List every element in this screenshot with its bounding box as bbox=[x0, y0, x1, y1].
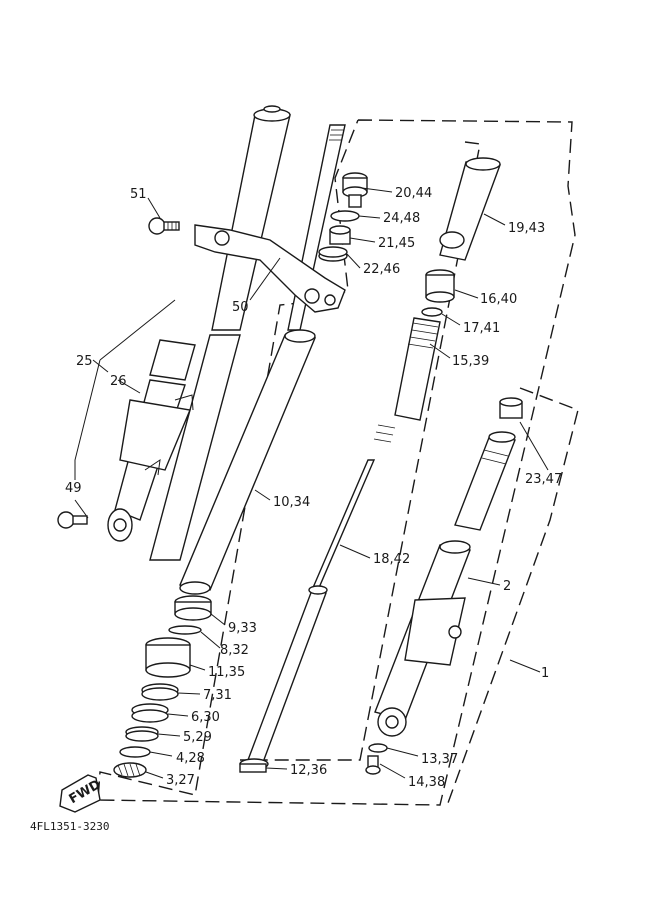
washer-22-46 bbox=[318, 246, 348, 262]
collar-23-47 bbox=[499, 397, 523, 419]
callout-21-45: 21,45 bbox=[378, 236, 415, 251]
leader-lines bbox=[74, 187, 549, 779]
callout-18-42: 18,42 bbox=[373, 552, 410, 567]
o-ring-24-48 bbox=[330, 210, 360, 222]
callout-24-48: 24,48 bbox=[383, 211, 420, 226]
dust-seal-3-27 bbox=[113, 762, 147, 778]
callout-11-35: 11,35 bbox=[208, 665, 245, 680]
callout-19-43: 19,43 bbox=[508, 221, 545, 236]
left-fork-leg bbox=[107, 105, 291, 561]
outer-tube-top bbox=[454, 431, 516, 531]
callout-5-29: 5,29 bbox=[183, 730, 212, 745]
inner-assembly-boundary bbox=[240, 141, 481, 761]
callout-51: 51 bbox=[130, 187, 147, 202]
callout-20-44: 20,44 bbox=[395, 186, 432, 201]
callout-3-27: 3,27 bbox=[166, 773, 195, 788]
outer-tube-2 bbox=[374, 540, 471, 737]
callout-12-36: 12,36 bbox=[290, 763, 327, 778]
tube-19-43 bbox=[439, 157, 501, 261]
ring-17-41 bbox=[421, 307, 443, 317]
outer-tube-boundary bbox=[447, 387, 579, 804]
slide-metal-11-35 bbox=[145, 637, 191, 678]
bolt-14-38 bbox=[365, 755, 381, 775]
callout-22-46: 22,46 bbox=[363, 262, 400, 277]
callout-26: 26 bbox=[110, 374, 127, 389]
spring-seat-16-40 bbox=[425, 269, 455, 303]
callout-13-37: 13,37 bbox=[421, 752, 458, 767]
callout-16-40: 16,40 bbox=[480, 292, 517, 307]
outer-assembly-boundary bbox=[97, 119, 576, 806]
callout-2: 2 bbox=[503, 579, 511, 594]
ring-8-32 bbox=[168, 625, 202, 635]
callout-50: 50 bbox=[232, 300, 249, 315]
callout-9-33: 9,33 bbox=[228, 621, 257, 636]
callout-4-28: 4,28 bbox=[176, 751, 205, 766]
cap-bolt-20-44 bbox=[342, 172, 368, 208]
callout-6-30: 6,30 bbox=[191, 710, 220, 725]
clip-5-29 bbox=[125, 726, 159, 742]
callout-8-32: 8,32 bbox=[220, 643, 249, 658]
ring-4-28 bbox=[119, 746, 151, 758]
callout-23-47: 23,47 bbox=[525, 472, 562, 487]
spring-15-39 bbox=[373, 317, 441, 443]
oil-seal-6-30 bbox=[131, 703, 169, 723]
callout-25: 25 bbox=[76, 354, 93, 369]
callout-14-38: 14,38 bbox=[408, 775, 445, 790]
diagram-code: 4FL1351-3230 bbox=[30, 820, 109, 833]
damper-rod-18-42 bbox=[239, 459, 376, 773]
callout-labels: 51 20,44 24,48 21,45 22,46 19,43 50 16,4… bbox=[65, 186, 562, 790]
callout-17-41: 17,41 bbox=[463, 321, 500, 336]
washer-13-37 bbox=[368, 743, 388, 753]
bushing-9-33 bbox=[174, 595, 212, 621]
collar-21-45 bbox=[329, 225, 351, 245]
fwd-badge: FWD bbox=[59, 774, 104, 813]
inner-tube-10-34 bbox=[179, 329, 317, 595]
callout-7-31: 7,31 bbox=[203, 688, 232, 703]
callout-49: 49 bbox=[65, 481, 82, 496]
callout-1: 1 bbox=[541, 666, 549, 681]
pinch-bolt-49 bbox=[57, 511, 88, 529]
callout-10-34: 10,34 bbox=[273, 495, 310, 510]
top-bracket-50 bbox=[194, 224, 346, 313]
clamp-bolt-51 bbox=[148, 217, 180, 235]
callout-15-39: 15,39 bbox=[452, 354, 489, 369]
washer-7-31 bbox=[141, 683, 179, 701]
